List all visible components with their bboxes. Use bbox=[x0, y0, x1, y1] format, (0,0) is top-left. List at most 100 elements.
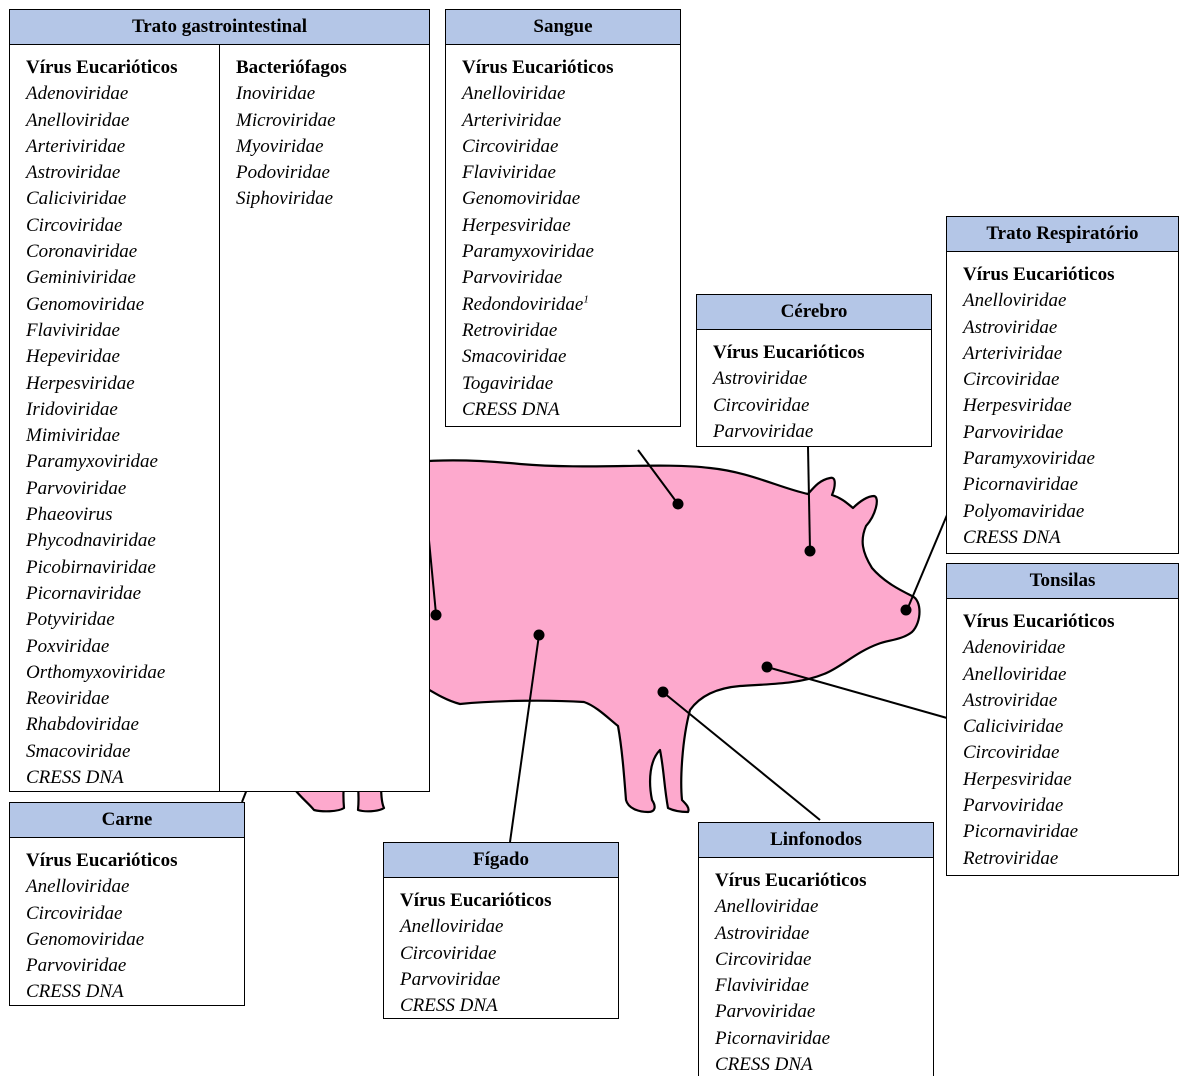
cerebro-list: AstroviridaeCircoviridaeParvoviridae bbox=[713, 366, 931, 445]
virus-family-name: Adenoviridae bbox=[963, 637, 1065, 658]
virus-family-item: Paramyxoviridae bbox=[963, 446, 1178, 472]
virus-family-name: Genomoviridae bbox=[26, 929, 144, 950]
virus-family-item: Genomoviridae bbox=[26, 927, 244, 953]
virus-family-item: Picornaviridae bbox=[963, 819, 1178, 845]
virus-family-item: Flaviviridae bbox=[462, 160, 680, 186]
virus-family-item: Parvoviridae bbox=[400, 967, 618, 993]
virus-family-name: Retroviridae bbox=[462, 320, 557, 341]
virus-family-name: Circoviridae bbox=[963, 742, 1059, 763]
virus-family-name: Circoviridae bbox=[26, 903, 122, 924]
virus-family-name: CRESS DNA bbox=[400, 995, 498, 1016]
virus-family-item: Polyomaviridae bbox=[963, 499, 1178, 525]
virus-family-name: Adenoviridae bbox=[26, 83, 128, 104]
virus-family-item: Anelloviridae bbox=[715, 894, 933, 920]
virus-family-item: Picornaviridae bbox=[715, 1026, 933, 1052]
linfonodos-box: Linfonodos Vírus Eucarióticos Anelloviri… bbox=[698, 822, 934, 1076]
virus-family-name: Poxviridae bbox=[26, 636, 109, 657]
virus-family-item: Caliciviridae bbox=[26, 186, 177, 212]
virus-family-item: Arteriviridae bbox=[462, 108, 680, 134]
sangue-label: Vírus Eucarióticos bbox=[462, 55, 680, 81]
virus-family-name: Parvoviridae bbox=[715, 1001, 815, 1022]
virus-family-item: Paramyxoviridae bbox=[462, 239, 680, 265]
virus-family-item: Circoviridae bbox=[26, 213, 177, 239]
virus-family-name: Parvoviridae bbox=[400, 969, 500, 990]
virus-family-item: Caliciviridae bbox=[963, 714, 1178, 740]
virus-family-item: CRESS DNA bbox=[462, 397, 680, 423]
virus-family-item: Anelloviridae bbox=[26, 108, 177, 134]
tonsilas-label: Vírus Eucarióticos bbox=[963, 609, 1178, 635]
respiratorio-marker bbox=[901, 605, 912, 616]
virus-family-name: Astroviridae bbox=[26, 162, 120, 183]
virus-family-item: Anelloviridae bbox=[26, 874, 244, 900]
linfonodos-label: Vírus Eucarióticos bbox=[715, 868, 933, 894]
virus-family-item: CRESS DNA bbox=[715, 1052, 933, 1078]
virus-family-item: Astroviridae bbox=[963, 315, 1178, 341]
virus-family-item: Phycodnaviridae bbox=[26, 528, 177, 554]
virus-family-name: Iridoviridae bbox=[26, 399, 118, 420]
virus-family-name: CRESS DNA bbox=[26, 981, 124, 1002]
virus-family-name: Phaeovirus bbox=[26, 504, 113, 525]
gi-box: Trato gastrointestinal Vírus Eucariótico… bbox=[9, 9, 430, 792]
virus-family-name: Parvoviridae bbox=[462, 267, 562, 288]
virus-family-item: Circoviridae bbox=[713, 393, 931, 419]
carne-title: Carne bbox=[10, 803, 244, 838]
virus-family-name: Potyviridae bbox=[26, 609, 115, 630]
virus-family-item: CRESS DNA bbox=[400, 993, 618, 1019]
virus-family-item: Anelloviridae bbox=[462, 81, 680, 107]
virus-family-name: Circoviridae bbox=[715, 949, 811, 970]
virus-family-name: Herpesviridae bbox=[462, 215, 571, 236]
linfonodos-title: Linfonodos bbox=[699, 823, 933, 858]
virus-family-name: Picornaviridae bbox=[715, 1028, 830, 1049]
tonsilas-title: Tonsilas bbox=[947, 564, 1178, 599]
gi-col-phage: Bacteriófagos InoviridaeMicroviridaeMyov… bbox=[236, 55, 347, 213]
virus-family-name: Mimiviridae bbox=[26, 425, 120, 446]
virus-family-item: Herpesviridae bbox=[462, 213, 680, 239]
virus-family-item: CRESS DNA bbox=[26, 979, 244, 1005]
virus-family-name: Togaviridae bbox=[462, 373, 553, 394]
virus-family-item: Picornaviridae bbox=[26, 581, 177, 607]
virus-family-name: Siphoviridae bbox=[236, 188, 333, 209]
virus-family-name: Astroviridae bbox=[715, 923, 809, 944]
virus-family-name: Genomoviridae bbox=[26, 294, 144, 315]
virus-family-item: Parvoviridae bbox=[713, 419, 931, 445]
virus-family-name: Smacoviridae bbox=[462, 346, 566, 367]
virus-family-item: Smacoviridae bbox=[26, 739, 177, 765]
gi-col1-label: Vírus Eucarióticos bbox=[26, 55, 177, 81]
virus-family-item: Anelloviridae bbox=[963, 288, 1178, 314]
virus-family-item: Orthomyxoviridae bbox=[26, 660, 177, 686]
tonsilas-leader bbox=[767, 667, 947, 718]
virus-family-name: Orthomyxoviridae bbox=[26, 662, 165, 683]
sangue-marker bbox=[673, 499, 684, 510]
virus-family-item: Hepeviridae bbox=[26, 344, 177, 370]
gi-marker bbox=[431, 610, 442, 621]
virus-family-item: Arteriviridae bbox=[963, 341, 1178, 367]
respiratorio-title: Trato Respiratório bbox=[947, 217, 1178, 252]
virus-family-item: Reoviridae bbox=[26, 686, 177, 712]
virus-family-item: Circoviridae bbox=[400, 941, 618, 967]
respiratorio-leader bbox=[907, 515, 947, 610]
virus-family-name: Arteriviridae bbox=[26, 136, 125, 157]
virus-family-item: Arteriviridae bbox=[26, 134, 177, 160]
virus-family-name: Flaviviridae bbox=[462, 162, 556, 183]
virus-family-name: Astroviridae bbox=[963, 317, 1057, 338]
virus-family-item: Iridoviridae bbox=[26, 397, 177, 423]
virus-family-item: Coronaviridae bbox=[26, 239, 177, 265]
virus-family-item: Circoviridae bbox=[26, 901, 244, 927]
virus-family-name: Rhabdoviridae bbox=[26, 714, 139, 735]
virus-family-item: Adenoviridae bbox=[26, 81, 177, 107]
virus-family-name: Anelloviridae bbox=[26, 876, 129, 897]
virus-family-item: Genomoviridae bbox=[26, 292, 177, 318]
virus-family-item: Parvoviridae bbox=[715, 999, 933, 1025]
virus-family-name: Coronaviridae bbox=[26, 241, 137, 262]
virus-family-name: Geminiviridae bbox=[26, 267, 136, 288]
virus-family-item: Herpesviridae bbox=[963, 767, 1178, 793]
virus-family-item: Parvoviridae bbox=[963, 793, 1178, 819]
virus-family-item: Togaviridae bbox=[462, 371, 680, 397]
virus-family-item: Herpesviridae bbox=[963, 393, 1178, 419]
virus-family-name: Circoviridae bbox=[713, 395, 809, 416]
virus-family-item: Phaeovirus bbox=[26, 502, 177, 528]
virus-family-name: Picornaviridae bbox=[26, 583, 141, 604]
virus-family-name: Parvoviridae bbox=[713, 421, 813, 442]
